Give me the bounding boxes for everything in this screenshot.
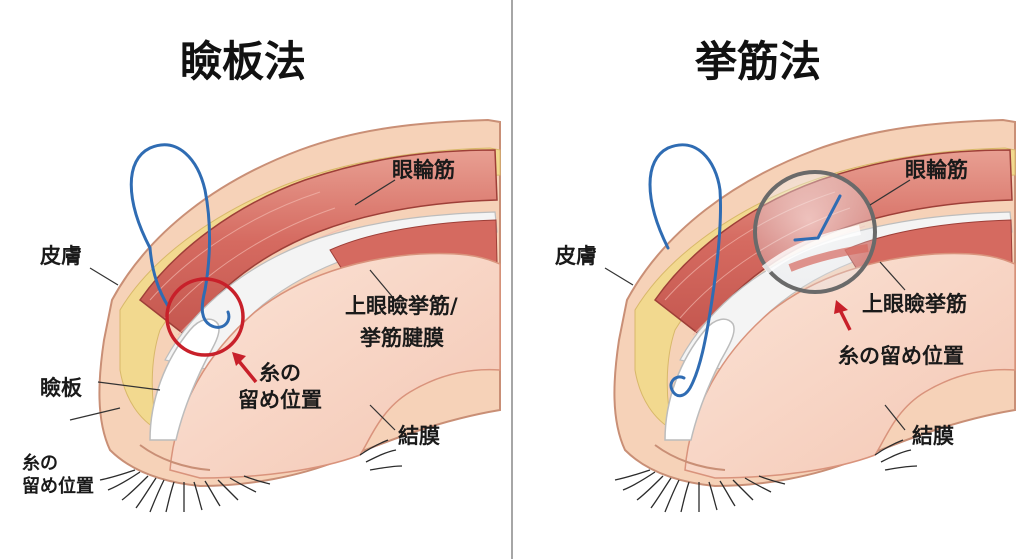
label-levator-left: 上眼瞼挙筋/ xyxy=(345,294,458,318)
suture-arrow-right xyxy=(838,309,852,331)
leader-orbicularis-right xyxy=(869,179,911,206)
leader-orbicularis-left xyxy=(354,179,396,206)
suture-thread-right xyxy=(648,143,723,398)
leader-levator-left xyxy=(369,269,396,301)
leader-conjunctiva-left xyxy=(369,404,396,431)
label-orbicularis-right: 眼輪筋 xyxy=(905,158,968,182)
label-suture-position-left: 糸の 留め位置 xyxy=(238,361,322,413)
label-conjunctiva-left: 結膜 xyxy=(398,424,440,448)
label-skin-right: 皮膚 xyxy=(555,244,597,268)
leader-tarsus-left xyxy=(97,381,161,391)
label-tarsus-left: 瞼板 xyxy=(40,376,82,400)
suture-thread-magnified xyxy=(793,194,842,242)
leader-skin-right xyxy=(604,267,634,286)
suture-site-circle-left xyxy=(165,277,245,357)
label-orbicularis-left: 眼輪筋 xyxy=(392,158,455,182)
title-tarsal-method: 瞼板法 xyxy=(180,37,307,86)
leader-conjunctiva-right xyxy=(884,404,906,431)
suture-arrow-left xyxy=(236,358,258,384)
label-lower-suture-left: 糸の 留め位置 xyxy=(22,453,94,498)
leader-lower-suture-left xyxy=(69,407,121,421)
title-levator-method: 挙筋法 xyxy=(695,37,822,86)
label-levator-right: 上眼瞼挙筋 xyxy=(862,292,967,316)
label-skin-left: 皮膚 xyxy=(40,244,82,268)
leader-skin-left xyxy=(89,267,119,286)
label-conjunctiva-right: 結膜 xyxy=(912,424,954,448)
leader-levator-right xyxy=(879,261,906,291)
label-suture-position-right: 糸の留め位置 xyxy=(838,344,964,368)
suture-thread-left xyxy=(129,143,231,329)
label-aponeurosis-left: 挙筋腱膜 xyxy=(360,326,444,350)
